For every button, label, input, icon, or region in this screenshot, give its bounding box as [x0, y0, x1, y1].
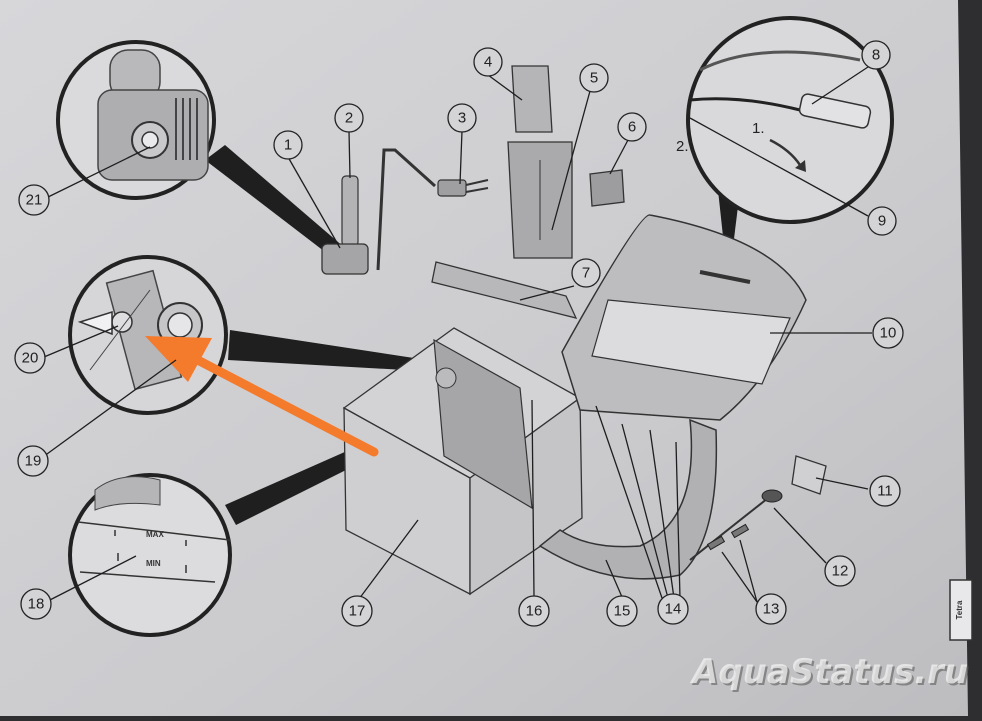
callout-6: 6 — [617, 112, 647, 142]
callout-12: 12 — [824, 555, 856, 587]
callout-14: 14 — [657, 593, 689, 625]
callout-20: 20 — [14, 342, 46, 374]
svg-text:13: 13 — [763, 601, 780, 618]
svg-text:20: 20 — [22, 350, 39, 367]
watermark: AquaStatus.ru AquaStatus.ru — [689, 652, 970, 694]
highlight-arrow — [145, 336, 379, 457]
power-supply — [689, 455, 827, 561]
svg-text:4: 4 — [484, 54, 492, 71]
svg-text:AquaStatus.ru: AquaStatus.ru — [691, 654, 970, 694]
brand-logo: Tetra — [949, 579, 973, 641]
pump-and-hose — [321, 148, 489, 275]
callout-11: 11 — [869, 475, 901, 507]
callout-4: 4 — [473, 47, 503, 77]
svg-text:18: 18 — [28, 596, 45, 613]
svg-text:14: 14 — [665, 601, 682, 618]
callout-8: 8 — [861, 40, 891, 70]
callout-16: 16 — [518, 595, 550, 627]
callout-18: 18 — [20, 588, 52, 620]
magnifier-pump-detail — [56, 40, 216, 200]
callout-2: 2 — [334, 103, 364, 133]
svg-text:10: 10 — [880, 325, 897, 342]
aquarium-lid-and-base — [538, 214, 807, 580]
svg-text:8: 8 — [872, 47, 880, 64]
svg-text:5: 5 — [590, 70, 598, 87]
svg-text:16: 16 — [526, 603, 543, 620]
callout-5: 5 — [579, 63, 609, 93]
svg-text:7: 7 — [582, 265, 590, 282]
callout-13: 13 — [755, 593, 787, 625]
magnifier-19-pointer — [228, 330, 440, 372]
leader-lines — [35, 66, 872, 604]
callout-21: 21 — [18, 184, 50, 216]
magnifier-lamp-detail: 1. 2. — [676, 16, 894, 224]
min-mark-label: MIN — [146, 559, 161, 568]
svg-text:9: 9 — [878, 213, 886, 230]
svg-text:Tetra: Tetra — [955, 600, 964, 620]
svg-text:15: 15 — [614, 603, 631, 620]
callout-1: 1 — [273, 130, 303, 160]
callout-15: 15 — [606, 595, 638, 627]
svg-text:1: 1 — [284, 137, 292, 154]
svg-text:21: 21 — [26, 192, 43, 209]
max-mark-label: MAX — [146, 530, 164, 539]
step-1-label: 1. — [752, 120, 765, 137]
step-2-label: 2. — [676, 138, 689, 155]
svg-text:12: 12 — [832, 563, 849, 580]
magnifier-nozzle-detail — [68, 255, 228, 415]
callout-9: 9 — [867, 206, 897, 236]
callout-17: 17 — [341, 595, 373, 627]
svg-text:2: 2 — [345, 110, 353, 127]
callout-10: 10 — [872, 317, 904, 349]
magnifier-level-detail: MAX MIN — [68, 473, 232, 637]
svg-text:6: 6 — [628, 119, 636, 136]
callout-7: 7 — [571, 258, 601, 288]
svg-text:17: 17 — [349, 603, 366, 620]
filter-parts — [431, 65, 625, 319]
svg-text:11: 11 — [877, 483, 893, 500]
callout-3: 3 — [447, 103, 477, 133]
svg-text:AquaStatus.ru: AquaStatus.ru — [689, 652, 968, 692]
svg-text:19: 19 — [25, 453, 42, 470]
callout-19: 19 — [17, 445, 49, 477]
magnifier-21-pointer — [205, 145, 345, 258]
svg-text:3: 3 — [458, 110, 466, 127]
